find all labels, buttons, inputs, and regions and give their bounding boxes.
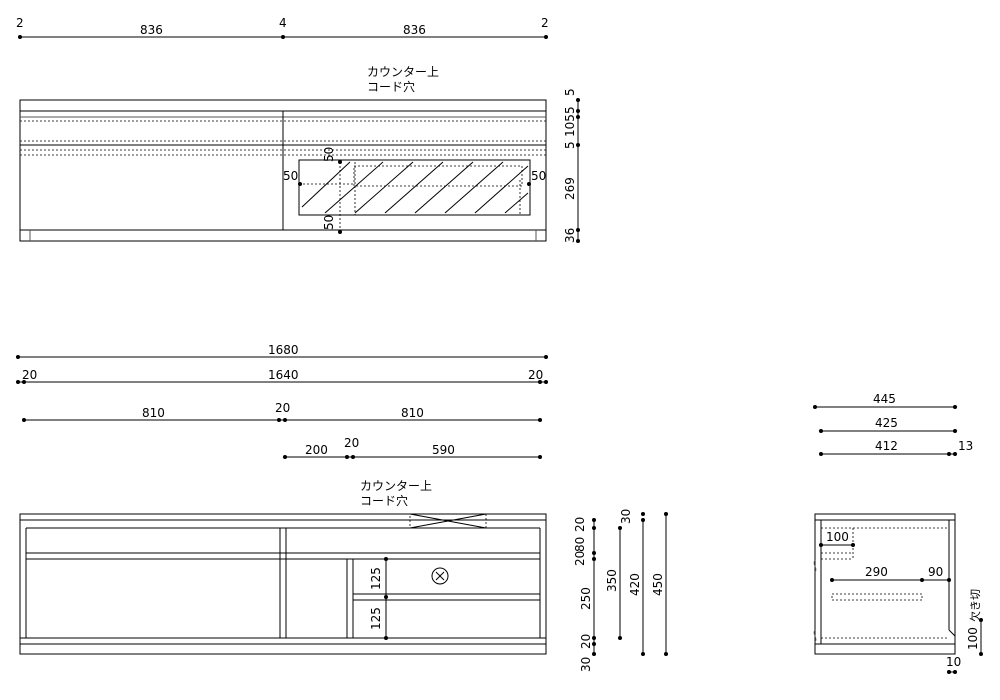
front-dim-105: 105 [563, 114, 577, 137]
front-note-line1: カウンター上 [367, 65, 439, 79]
back-dim-30-top: 30 [619, 509, 633, 524]
front-dim-5a: 5 [563, 88, 577, 96]
back-note-line2: コード穴 [360, 493, 408, 508]
back-dim-80: 80 [573, 537, 587, 552]
side-cutout-label: 欠き切 [968, 589, 982, 622]
side-dim-425: 425 [875, 416, 898, 430]
dim-810-left: 810 [142, 406, 165, 420]
side-dim-100-top: 100 [826, 530, 849, 544]
hole-dim-right: 50 [531, 169, 546, 183]
side-dim-100-bottom: 100 [966, 627, 980, 650]
side-dim-13: 13 [958, 439, 973, 453]
side-dim-412: 412 [875, 439, 898, 453]
back-dim-125-bottom: 125 [369, 607, 383, 630]
front-dim-5c: 5 [563, 141, 577, 149]
dim-836-left: 836 [140, 23, 163, 37]
back-dim-20b: 20 [573, 551, 587, 566]
front-dim-269: 269 [563, 177, 577, 200]
front-top-dimensions: 2 836 4 836 2 [16, 16, 549, 39]
back-dim-250: 250 [579, 587, 593, 610]
back-dim-350: 350 [605, 569, 619, 592]
back-dim-20a: 20 [573, 517, 587, 532]
back-dim-420: 420 [628, 573, 642, 596]
back-dim-20c: 20 [579, 634, 593, 649]
dim-1680: 1680 [268, 343, 299, 357]
front-view: 50 50 50 50 [19, 99, 547, 242]
side-dim-90: 90 [928, 565, 943, 579]
plan-dimensions: 1680 20 1640 20 810 20 810 200 20 590 [16, 343, 548, 459]
dim-20-sub: 20 [344, 436, 359, 450]
dim-2-left: 2 [16, 16, 24, 30]
back-view: 125 125 [19, 513, 547, 655]
side-dim-10: 10 [946, 655, 961, 669]
dim-810-right: 810 [401, 406, 424, 420]
front-note-line2: コード穴 [367, 79, 415, 94]
dim-200: 200 [305, 443, 328, 457]
back-note-line1: カウンター上 [360, 479, 432, 493]
side-dimensions: 445 425 412 13 [813, 392, 973, 456]
hole-dim-top: 50 [322, 147, 336, 162]
back-note: カウンター上 コード穴 [360, 479, 432, 508]
dim-836-right: 836 [403, 23, 426, 37]
side-view: 100 290 90 欠き切 100 10 [813, 513, 983, 674]
dim-2-right: 2 [541, 16, 549, 30]
dim-4-center: 4 [279, 16, 287, 30]
front-right-dimensions: 5 5 105 5 269 36 [563, 88, 580, 243]
dim-20-left: 20 [22, 368, 37, 382]
hole-dim-bottom: 50 [322, 215, 336, 230]
front-dim-36: 36 [563, 228, 577, 243]
dim-20-right: 20 [528, 368, 543, 382]
back-dim-450: 450 [651, 573, 665, 596]
front-note: カウンター上 コード穴 [367, 65, 439, 94]
front-dim-5b: 5 [563, 106, 577, 114]
back-right-dimensions: 20 80 20 250 20 30 350 30 420 450 [573, 509, 668, 672]
dim-590: 590 [432, 443, 455, 457]
back-dim-30: 30 [579, 657, 593, 672]
dim-1640: 1640 [268, 368, 299, 382]
side-dim-445: 445 [873, 392, 896, 406]
back-dim-125-top: 125 [369, 567, 383, 590]
dim-20-mid: 20 [275, 401, 290, 415]
hole-dim-left: 50 [283, 169, 298, 183]
side-dim-290: 290 [865, 565, 888, 579]
